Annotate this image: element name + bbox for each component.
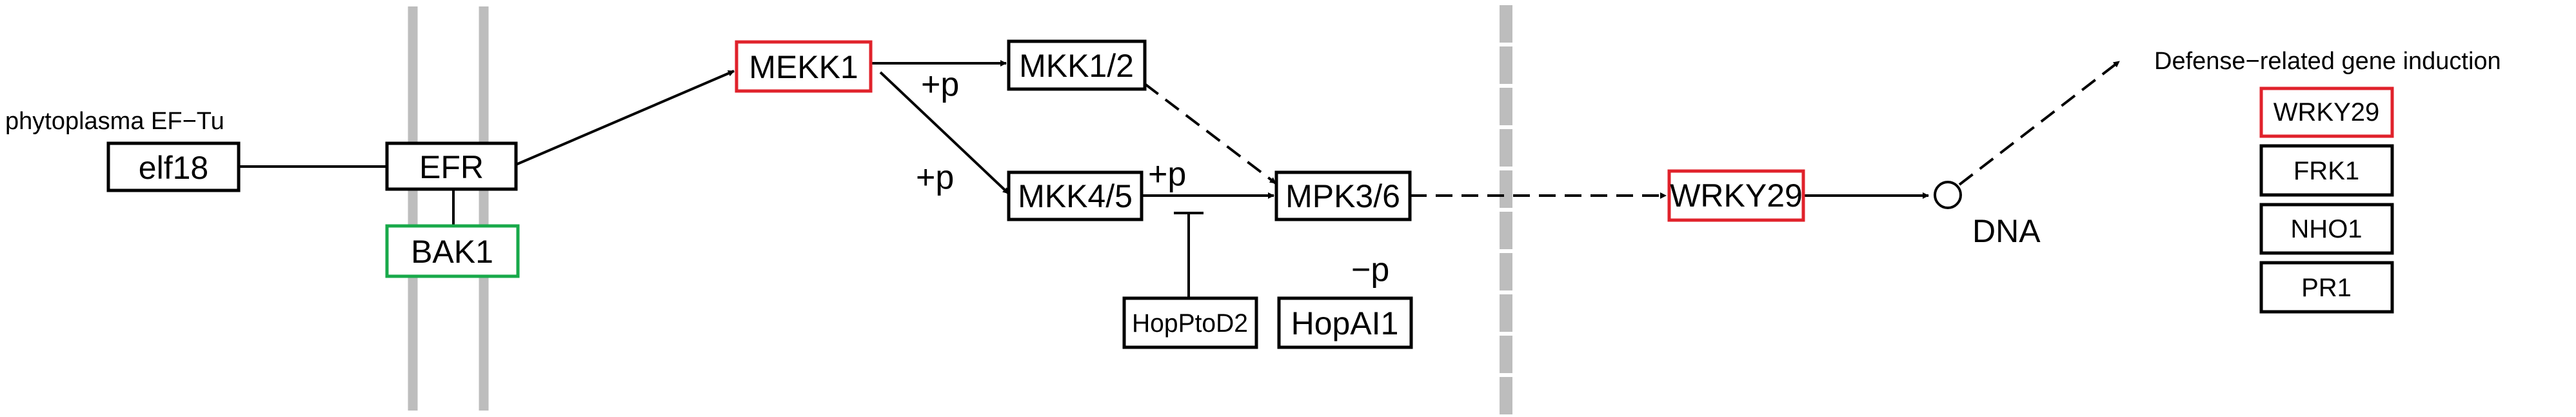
- node-elf18[interactable]: elf18: [106, 141, 241, 192]
- node-mkk12-label: MKK1/2: [1019, 48, 1134, 84]
- gene-wrky29-label: WRKY29: [2274, 98, 2380, 127]
- gene-pr1[interactable]: PR1: [2259, 261, 2394, 314]
- node-mekk1-label: MEKK1: [749, 49, 858, 85]
- node-mpk36-label: MPK3/6: [1285, 178, 1400, 214]
- gene-frk1[interactable]: FRK1: [2259, 144, 2394, 197]
- label-phosphorylation-3: +p: [1148, 156, 1186, 193]
- label-dephosphorylation: −p: [1351, 251, 1389, 289]
- gene-nho1-label: NHO1: [2290, 215, 2362, 243]
- node-hopptod2[interactable]: HopPtoD2: [1122, 296, 1258, 349]
- node-hopai1[interactable]: HopAI1: [1277, 296, 1413, 349]
- edge-mekk1-mkk45: [879, 71, 1010, 195]
- dna-circle: [1934, 181, 1962, 209]
- node-bak1-label: BAK1: [411, 234, 493, 270]
- node-mkk12[interactable]: MKK1/2: [1007, 39, 1147, 91]
- node-hopai1-label: HopAI1: [1291, 305, 1399, 341]
- node-mkk45-label: MKK4/5: [1018, 178, 1133, 214]
- gene-wrky29[interactable]: WRKY29: [2259, 86, 2394, 138]
- label-dna: DNA: [1972, 213, 2041, 249]
- edge-dna-defense: [1958, 60, 2121, 186]
- node-elf18-label: elf18: [139, 150, 208, 186]
- label-phosphorylation-2: +p: [916, 159, 954, 196]
- label-phytoplasma: phytoplasma EF−Tu: [5, 108, 224, 135]
- node-hopptod2-label: HopPtoD2: [1132, 309, 1248, 338]
- edge-efr-mekk1: [515, 70, 735, 166]
- node-wrky29-label: WRKY29: [1670, 178, 1803, 214]
- node-mpk36[interactable]: MPK3/6: [1274, 170, 1412, 221]
- edge-mkk12-mpk36: [1144, 83, 1277, 185]
- label-defense: Defense−related gene induction: [2154, 48, 2501, 75]
- node-efr[interactable]: EFR: [385, 141, 518, 191]
- node-bak1[interactable]: BAK1: [385, 224, 520, 278]
- node-wrky29[interactable]: WRKY29: [1667, 169, 1805, 222]
- gene-frk1-label: FRK1: [2294, 157, 2359, 185]
- node-mkk45[interactable]: MKK4/5: [1007, 170, 1144, 221]
- node-efr-label: EFR: [419, 149, 484, 185]
- gene-nho1[interactable]: NHO1: [2259, 203, 2394, 255]
- label-phosphorylation-1: +p: [921, 66, 959, 103]
- node-mekk1[interactable]: MEKK1: [735, 40, 873, 93]
- gene-pr1-label: PR1: [2301, 274, 2352, 302]
